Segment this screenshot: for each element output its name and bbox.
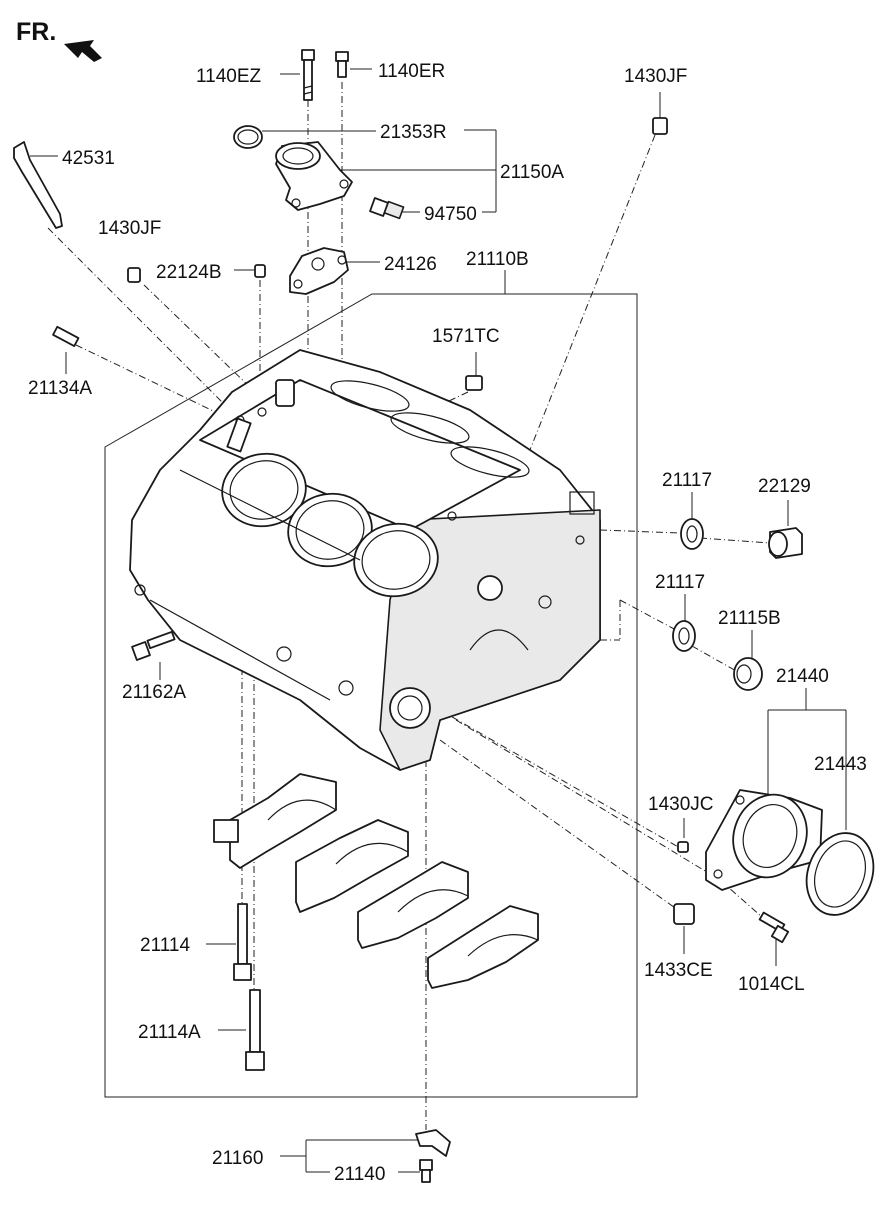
label-21160: 21160 <box>212 1148 263 1169</box>
dowel-1433ce <box>673 903 695 925</box>
bearing-caps <box>213 773 539 989</box>
label-21443: 21443 <box>814 754 867 775</box>
plate-24126 <box>289 247 349 295</box>
bolt-21162a <box>131 630 176 661</box>
label-94750: 94750 <box>424 204 477 225</box>
label-1140ez: 1140EZ <box>196 66 262 87</box>
label-1430jf-top: 1430JF <box>624 66 687 87</box>
label-21117-a: 21117 <box>662 470 712 491</box>
oil-dipstick-42531 <box>13 141 63 229</box>
dowel-1430jc <box>677 841 689 853</box>
dowel-pin-1430jf-left <box>127 267 141 283</box>
label-1430jf-left: 1430JF <box>98 218 161 239</box>
label-22124b: 22124B <box>156 262 222 283</box>
label-21110b: 21110B <box>466 249 529 270</box>
leader-lines <box>30 68 847 1173</box>
label-1014cl: 1014CL <box>738 974 805 995</box>
label-21150a: 21150A <box>500 162 564 183</box>
label-24126: 24126 <box>384 254 437 275</box>
front-direction-label: FR. <box>16 18 56 46</box>
label-21134a: 21134A <box>28 378 92 399</box>
bolt-21114a <box>245 989 265 1071</box>
oil-seal-21443 <box>805 832 875 916</box>
label-1433ce: 1433CE <box>644 960 713 981</box>
drain-plug-21140 <box>419 1159 433 1183</box>
pin-22124b <box>254 264 266 278</box>
bolt-1140ez <box>301 49 315 101</box>
plug-21115b <box>733 657 763 691</box>
plug-1571tc <box>465 375 483 391</box>
dowel-pin-1430jf-top <box>652 117 668 135</box>
part-number-labels: 1140EZ 1140ER 1430JF 21353R 42531 21150A… <box>28 61 867 1185</box>
label-42531: 42531 <box>62 148 115 169</box>
plug-22129 <box>768 527 803 559</box>
clip-21160 <box>415 1129 451 1157</box>
label-21162a: 21162A <box>122 682 186 703</box>
water-fitting-21150a <box>275 141 353 211</box>
sensor-94750 <box>369 197 405 220</box>
label-22129: 22129 <box>758 476 811 497</box>
label-21353r: 21353R <box>380 122 447 143</box>
label-21140: 21140 <box>334 1164 385 1185</box>
label-1140er: 1140ER <box>378 61 445 82</box>
bolt-1140er <box>335 51 349 78</box>
label-21114a: 21114A <box>138 1022 201 1043</box>
cylinder-block-21110b <box>129 349 601 771</box>
bolt-1014cl <box>758 911 790 944</box>
washer-21117-a <box>680 518 704 550</box>
label-21440: 21440 <box>776 666 829 687</box>
label-1571tc: 1571TC <box>432 326 500 347</box>
washer-21117-b <box>672 620 696 652</box>
label-1430jc: 1430JC <box>648 794 714 815</box>
label-21117-b: 21117 <box>655 572 705 593</box>
bolt-21114 <box>233 903 252 981</box>
label-21115b: 21115B <box>718 608 781 629</box>
stud-21134a <box>52 325 80 347</box>
front-arrow-icon <box>64 40 102 62</box>
seal-case-21440 <box>705 789 823 891</box>
block-assembly-frame <box>104 293 638 1098</box>
label-21114: 21114 <box>140 935 190 956</box>
